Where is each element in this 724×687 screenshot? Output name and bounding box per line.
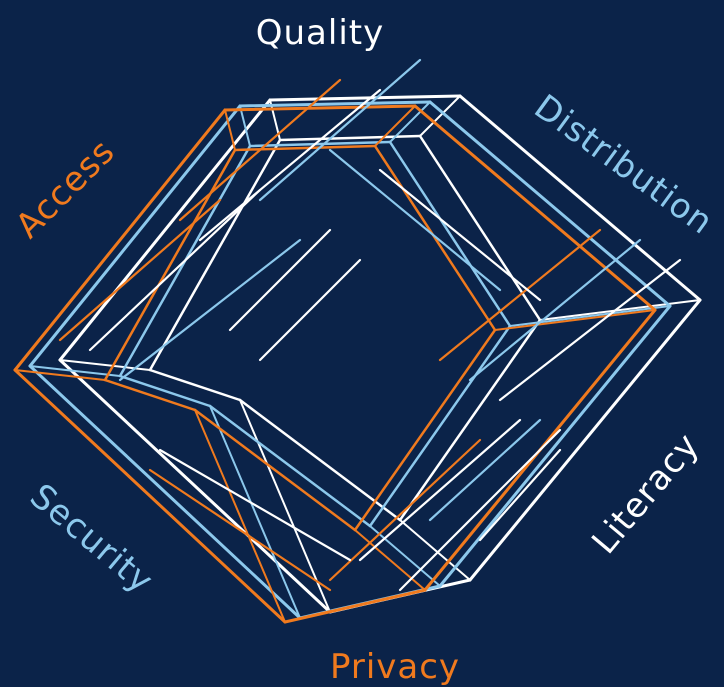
frame-orange-inner: [233, 144, 377, 152]
frame-white-outer: [458, 94, 702, 302]
frame-white-outer: [58, 98, 272, 362]
label-privacy: Privacy: [330, 647, 460, 687]
label-quality: Quality: [256, 13, 385, 53]
frame-blue-outer: [28, 104, 242, 368]
frame-blue-outer: [28, 364, 302, 620]
frame-blue-outer: [438, 304, 672, 588]
sketch-stroke: [328, 148, 502, 292]
frame-orange-outer: [13, 108, 227, 372]
label-literacy: Literacy: [584, 426, 707, 562]
frame-orange-inner: [373, 144, 497, 332]
label-access: Access: [8, 132, 123, 247]
frame-blue-inner: [208, 404, 372, 528]
frame-blue-outer: [428, 100, 672, 308]
frame-white-connector: [239, 399, 331, 613]
frame-orange-connector: [194, 409, 286, 623]
frame-orange-inner: [103, 378, 197, 412]
frame-lines: [13, 58, 702, 624]
sketch-stroke: [358, 418, 522, 562]
frame-orange-outer: [13, 368, 287, 624]
sketch-stroke: [478, 448, 562, 542]
frame-white-connector: [419, 95, 461, 137]
frame-white-outer: [468, 298, 702, 582]
sketch-stroke: [398, 428, 562, 592]
label-security: Security: [22, 476, 161, 602]
sketch-stroke: [178, 78, 342, 222]
frame-orange-inner: [193, 408, 357, 532]
frame-blue-outer: [238, 100, 432, 108]
sketch-stroke: [258, 58, 422, 202]
frame-blue-connector: [29, 365, 121, 377]
sketch-stroke: [158, 448, 352, 562]
frame-blue-connector: [369, 525, 441, 587]
frame-blue-connector: [389, 101, 431, 143]
frame-white-connector: [539, 299, 701, 321]
sketch-stroke: [438, 228, 602, 362]
frame-orange-outer: [413, 104, 657, 312]
frame-orange-connector: [14, 369, 106, 381]
frame-blue-connector: [239, 105, 251, 147]
frame-blue-connector: [209, 405, 301, 619]
frame-white-inner: [278, 134, 422, 142]
frame-white-inner: [148, 368, 242, 402]
frame-orange-inner: [353, 328, 497, 532]
sketch-stroke: [468, 238, 642, 382]
frame-white-outer: [268, 94, 462, 102]
sketch-stroke: [88, 188, 262, 352]
frame-blue-connector: [509, 305, 671, 327]
frame-orange-connector: [374, 105, 416, 147]
sketch-stroke: [228, 228, 332, 332]
frame-white-inner: [398, 318, 542, 522]
sketch-stroke: [498, 258, 682, 402]
frame-white-inner: [418, 134, 542, 322]
frame-blue-inner: [118, 374, 212, 408]
sketch-stroke: [118, 238, 302, 382]
sketch-stroke: [428, 418, 542, 522]
frame-orange-inner: [103, 148, 237, 382]
sketch-stroke: [198, 88, 382, 242]
frame-blue-inner: [388, 140, 512, 328]
frame-blue-inner: [248, 140, 392, 148]
frame-white-inner: [238, 398, 402, 522]
sketch-stroke: [58, 198, 222, 342]
frame-white-outer: [58, 358, 332, 614]
frame-blue-inner: [368, 324, 512, 528]
sketch-stroke: [148, 468, 332, 592]
frame-orange-connector: [224, 109, 236, 151]
sketch-stroke: [378, 168, 542, 302]
frame-orange-outer: [283, 588, 427, 624]
sketch-stroke: [258, 258, 362, 362]
label-distribution: Distribution: [527, 87, 721, 243]
frame-orange-outer: [223, 104, 417, 112]
frame-white-connector: [399, 519, 471, 581]
sketch-stroke: [328, 438, 482, 582]
frame-orange-connector: [354, 529, 426, 591]
frame-white-inner: [148, 138, 282, 372]
frame-orange-connector: [494, 309, 656, 331]
